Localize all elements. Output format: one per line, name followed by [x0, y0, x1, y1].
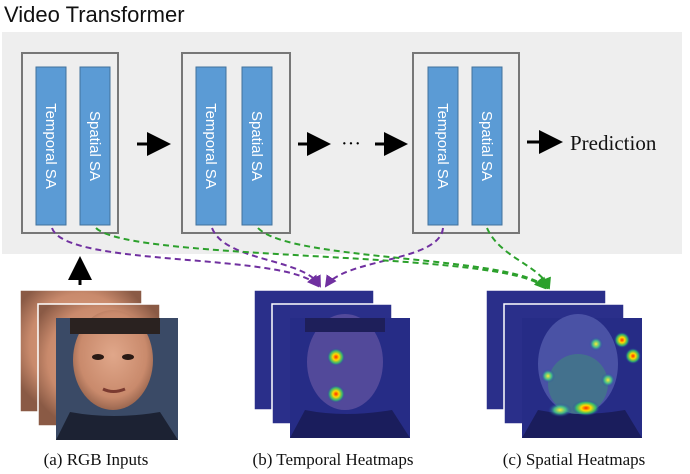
transformer-panel — [2, 32, 682, 254]
block-2-spatial-sa — [241, 66, 273, 226]
block-1-temporal-sa — [35, 66, 67, 226]
block-2-temporal-sa — [195, 66, 227, 226]
block-3-spatial-sa — [471, 66, 503, 226]
block-1-frame — [21, 52, 119, 234]
transformer-block-1: Temporal SA Spatial SA — [21, 52, 119, 234]
transformer-block-3: Temporal SA Spatial SA — [412, 52, 520, 234]
block-1-temporal-label: Temporal SA — [42, 103, 59, 189]
temporal-attention-arrow-2 — [211, 227, 321, 288]
block-2-spatial-label: Spatial SA — [248, 111, 265, 181]
spatial-attention-arrow-1 — [95, 227, 547, 290]
block-3-frame — [412, 52, 520, 234]
transformer-block-2: Temporal SA Spatial SA — [181, 52, 291, 234]
temporal-heatmap-stack — [253, 289, 410, 438]
block-3-temporal-sa — [427, 66, 459, 226]
temporal-attention-arrow-1 — [51, 227, 320, 288]
block-1-spatial-sa — [79, 66, 111, 226]
prediction-label: Prediction — [570, 131, 657, 155]
spatial-attention-arrow-2 — [257, 227, 549, 290]
spatial-attention-arrow-3 — [486, 227, 551, 290]
block-2-frame — [181, 52, 291, 234]
block-1-spatial-label: Spatial SA — [86, 111, 103, 181]
caption-temporal-heatmaps: (b) Temporal Heatmaps — [253, 450, 414, 469]
block-2-temporal-label: Temporal SA — [202, 103, 219, 189]
caption-rgb-inputs: (a) RGB Inputs — [44, 450, 149, 469]
block-3-temporal-label: Temporal SA — [434, 103, 451, 189]
spatial-heatmap-stack — [485, 289, 642, 438]
temporal-frame-front — [290, 314, 410, 438]
block-3-spatial-label: Spatial SA — [478, 111, 495, 181]
spatial-frame-front — [522, 314, 642, 438]
caption-spatial-heatmaps: (c) Spatial Heatmaps — [503, 450, 646, 469]
temporal-attention-arrow-3 — [324, 227, 444, 288]
ellipsis: ··· — [341, 133, 361, 155]
rgb-input-stack — [19, 289, 178, 440]
rgb-frame-front — [56, 310, 178, 440]
figure-title: Video Transformer — [4, 2, 185, 27]
